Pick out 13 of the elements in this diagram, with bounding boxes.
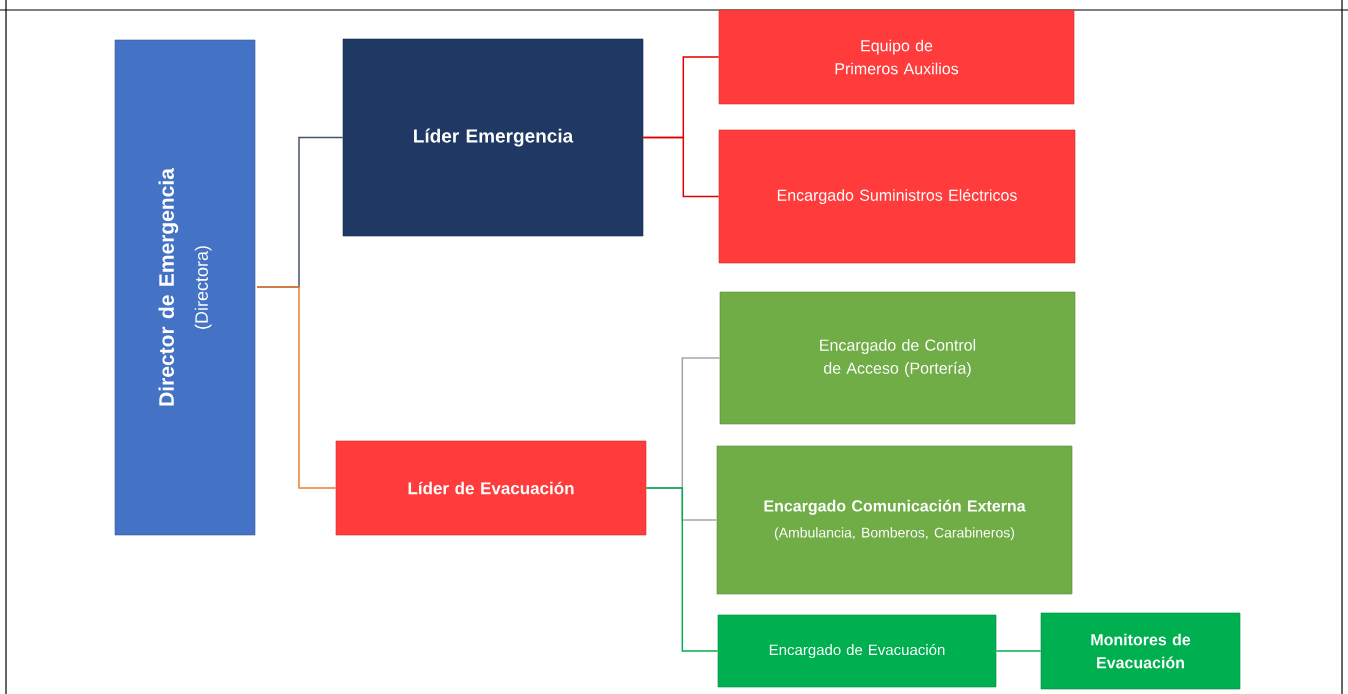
role-box: Líder Emergencia: [342, 38, 644, 237]
connector: [256, 286, 337, 489]
role-box: Encargado Suministros Eléctricos: [718, 129, 1076, 264]
role-box: Líder de Evacuación: [335, 440, 647, 536]
role-box: Director de Emergencia (Directora): [114, 39, 256, 536]
connector: [645, 487, 719, 652]
connector: [995, 650, 1042, 652]
role-box: Encargado Comunicación Externa (Ambulancia, Bomberos, Carabineros): [716, 445, 1073, 595]
role-box: Monitores de Evacuación: [1040, 612, 1241, 690]
connector: [642, 136, 720, 198]
role-box: Encargado de Evacuación: [717, 614, 997, 688]
role-box: Equipo de Primeros Auxilios: [718, 9, 1075, 105]
role-box: Encargado de Control de Acceso (Portería): [719, 291, 1076, 425]
